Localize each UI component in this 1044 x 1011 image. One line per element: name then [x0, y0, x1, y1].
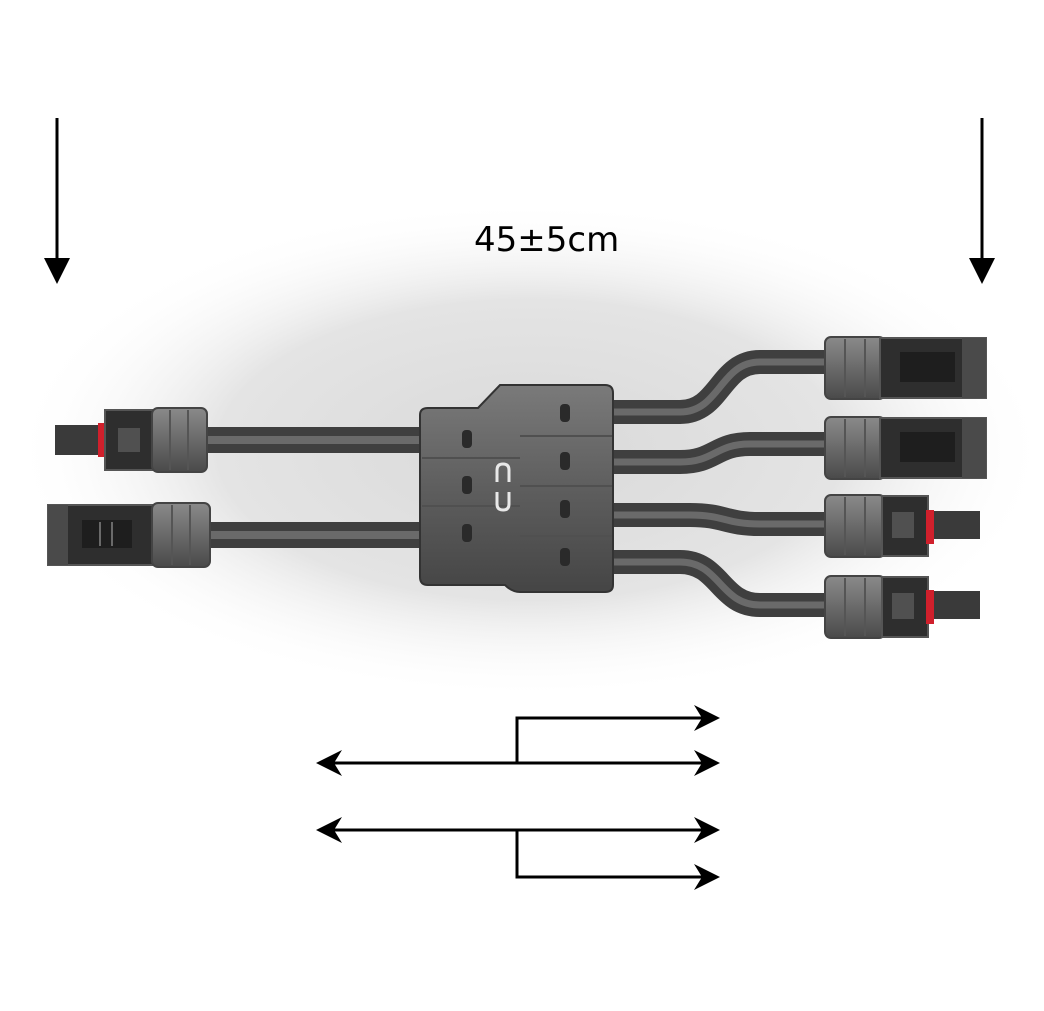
branch-body	[419, 384, 614, 593]
cables	[192, 350, 842, 617]
schematic-group-1	[320, 716, 716, 765]
length-dimension-label: 45±5cm	[474, 220, 620, 260]
brand-logo-icon	[495, 462, 511, 512]
right-connector-male-2	[824, 575, 980, 639]
right-connector-female-2	[824, 416, 987, 480]
right-connector-female-1	[824, 336, 987, 400]
left-connector-female	[47, 502, 211, 568]
left-connector-male	[55, 407, 208, 473]
right-connector-male-1	[824, 494, 980, 558]
dimension-arrows	[44, 118, 995, 284]
branch-schematic	[320, 716, 716, 879]
schematic-arrowheads	[316, 705, 720, 890]
schematic-group-2	[320, 828, 716, 879]
